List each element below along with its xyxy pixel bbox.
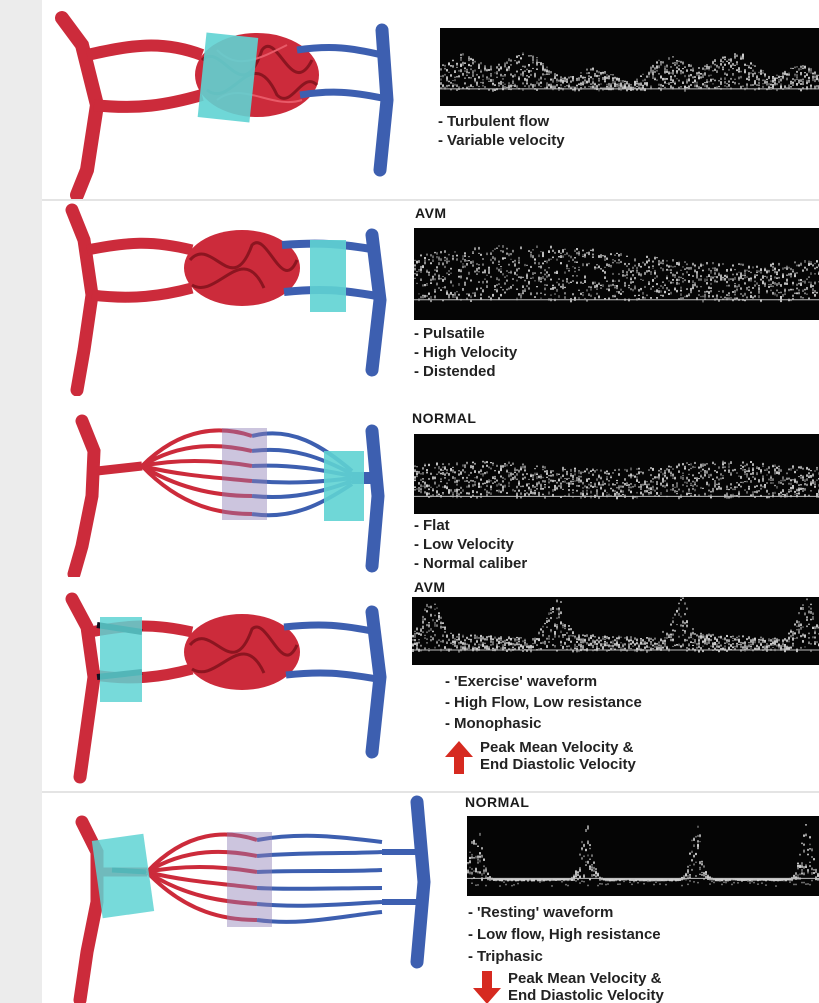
panel-title: AVM [414,579,446,595]
bullet-item: -Variable velocity [438,131,565,150]
velocity-note: Peak Mean Velocity & End Diastolic Veloc… [444,739,636,775]
velocity-note-text: Peak Mean Velocity & End Diastolic Veloc… [508,970,664,1003]
bullet-item: -Normal caliber [414,554,527,573]
bullet-list: -Flat -Low Velocity -Normal caliber [414,516,527,573]
bullet-item: -High Flow, Low resistance [445,692,642,713]
spectrum-signal [414,245,819,302]
spectrum-signal [467,824,819,887]
spectrum-signal [440,53,819,92]
panel-title: AVM [415,205,447,221]
avm-vein-diagram [42,200,422,396]
doppler-probe-box [324,451,364,521]
panel-title: NORMAL [412,410,476,426]
bullet-list: -'Exercise' waveform -High Flow, Low res… [445,671,642,734]
bullet-item: -Distended [414,362,517,381]
bullet-list: -Pulsatile -High Velocity -Distended [414,324,517,381]
normal-artery-diagram [42,792,462,1003]
doppler-spectrum [467,816,819,896]
capillary-bed [147,832,382,927]
bullet-item: -Pulsatile [414,324,517,343]
spectrum-signal [412,597,819,653]
bullet-list: -'Resting' waveform -Low flow, High resi… [468,902,661,968]
panel-normal-artery: NORMAL -'Resting' waveform -Low flow, Hi… [42,792,819,1003]
doppler-probe-box [100,617,142,702]
page: -Turbulent flow -Variable velocity AVM -… [42,0,819,1003]
velocity-note-text: Peak Mean Velocity & End Diastolic Veloc… [480,739,636,773]
bullet-item: -Monophasic [445,713,642,734]
panel-nidus-turbulent: -Turbulent flow -Variable velocity [42,0,819,200]
doppler-spectrum [412,597,819,665]
doppler-probe-box [92,834,154,918]
vein-drainage [297,30,387,170]
doppler-spectrum [414,434,819,514]
arrow-down-icon [472,970,502,1003]
avm-nidus-diagram [42,0,422,200]
bullet-item: -'Exercise' waveform [445,671,642,692]
bullet-list: -Turbulent flow -Variable velocity [438,112,565,150]
doppler-spectrum [414,228,819,320]
bullet-item: -Low flow, High resistance [468,924,661,946]
bullet-item: -'Resting' waveform [468,902,661,924]
panel-title: NORMAL [465,794,529,810]
arrow-up-icon [444,739,474,775]
panel-normal-vein: NORMAL -Flat -Low Velocity -Normal calib… [42,396,819,577]
bullet-item: -Triphasic [468,946,661,968]
bullet-item: -Flat [414,516,527,535]
bullet-item: -Low Velocity [414,535,527,554]
doppler-spectrum [440,28,819,106]
normal-capillary-diagram [42,396,422,577]
velocity-note: Peak Mean Velocity & End Diastolic Veloc… [472,970,664,1003]
capillary-bed [142,428,352,520]
doppler-probe-box [310,240,346,312]
panel-avm-vein: AVM -Pulsatile -High Velocity -Distended [42,200,819,396]
spectrum-signal [414,461,819,500]
bullet-item: -High Velocity [414,343,517,362]
doppler-probe-box [198,33,259,123]
panel-avm-artery: AVM -'Exercise' waveform -High Flow, Low… [42,577,819,791]
artery-trunk [62,18,202,195]
bullet-item: -Turbulent flow [438,112,565,131]
avm-artery-diagram [42,577,422,791]
